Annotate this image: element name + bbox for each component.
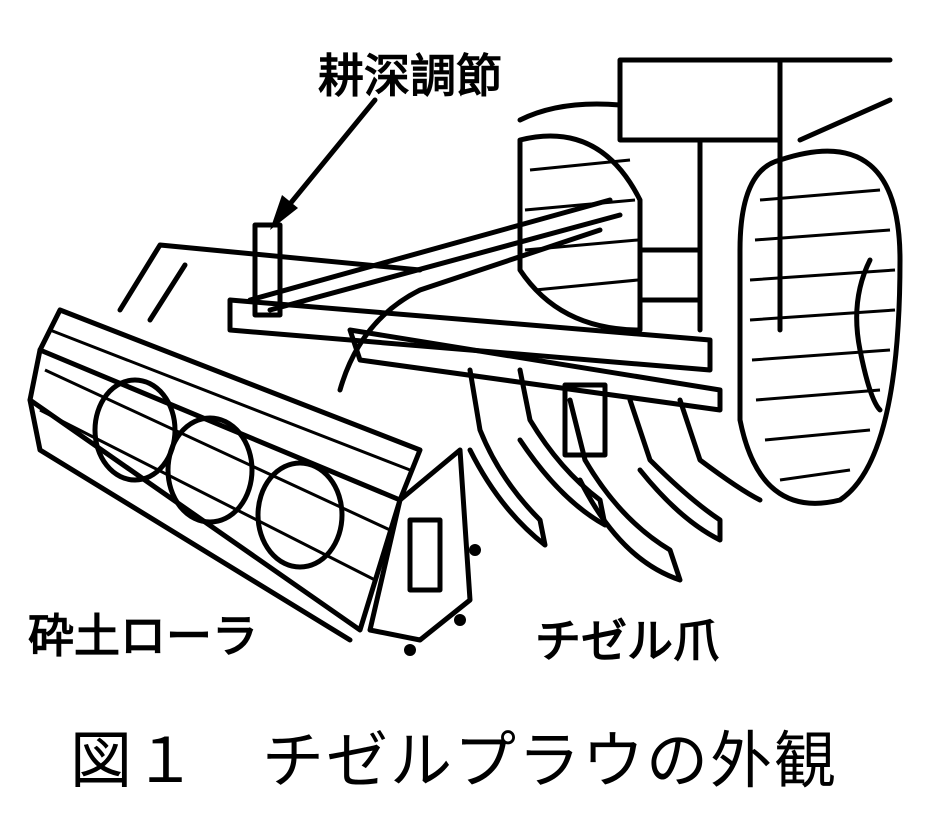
figure-caption: 図１ チゼルプラウの外観	[70, 724, 839, 797]
plow-frame	[117, 197, 723, 413]
depth-adjust-arrow	[270, 97, 378, 230]
chisel-tine-label: チゼル爪	[535, 614, 719, 668]
tractor	[517, 57, 903, 506]
crushing-roller-label: 砕土ローラ	[28, 609, 258, 663]
crushing-roller	[27, 307, 481, 656]
depth-adjust-label: 耕深調節	[318, 49, 502, 103]
chisel-tines	[467, 367, 763, 583]
